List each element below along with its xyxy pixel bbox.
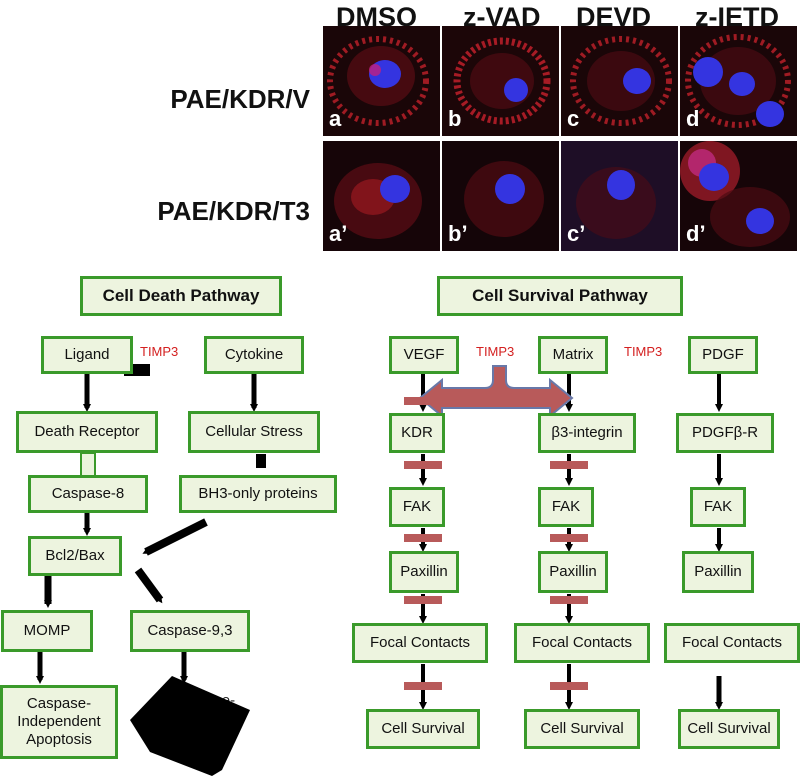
focal-contacts-box-2: Focal Contacts [514,623,650,663]
micrograph-c-image [570,36,672,126]
kdr-box: KDR [389,413,445,453]
panel-label-c-prime: c’ [567,221,586,246]
micrograph-d-prime: d’ [680,141,797,251]
micrograph-d: d [680,26,797,136]
death-pathway-title: Cell Death Pathway [80,276,282,316]
panel-label-d-prime: d’ [686,221,706,246]
paxillin-box-2: Paxillin [538,551,608,593]
vegf-box: VEGF [389,336,459,374]
fak-box-1: FAK [389,487,445,527]
paxillin-box-3: Paxillin [682,551,754,593]
caspase-independent-line2: Independent [17,713,101,730]
micrograph-b: b [442,26,559,136]
caspase93-box: Caspase-9,3 [130,610,250,652]
fak-box-2: FAK [538,487,594,527]
ligand-box: Ligand [41,336,133,374]
micrograph-d-image [685,34,791,128]
cell-survival-box-3: Cell Survival [678,709,780,749]
survival-timp3-label-1: TIMP3 [476,344,515,359]
fak-box-3: FAK [690,487,746,527]
micrograph-a-image [327,36,429,126]
death-receptor-box: Death Receptor [16,411,158,453]
inhibitor-bars [404,397,588,690]
micrograph-b-image [453,37,551,125]
panel-label-b-prime: b’ [448,221,468,246]
cell-survival-box-1: Cell Survival [366,709,480,749]
row-label-v: PAE/KDR/V [170,84,310,114]
micrograph-b-prime: b’ [442,141,559,251]
caspase-dependent-line1: Caspase- [170,692,236,709]
momp-box: MOMP [1,610,93,652]
micrograph-d-prime-image [680,141,790,247]
survival-timp3-label-2: TIMP3 [624,344,663,359]
bcl2-box: Bcl2/Bax [28,536,122,576]
caspase8-box: Caspase-8 [28,475,148,513]
panel-label-a-prime: a’ [329,221,348,246]
timp3-inhibition-arrow [418,365,574,419]
focal-contacts-box-1: Focal Contacts [352,623,488,663]
death-receptor-link [80,452,96,478]
micrograph-c: c [561,26,678,136]
row-label-t3: PAE/KDR/T3 [157,196,310,226]
cellular-stress-box: Cellular Stress [188,411,320,453]
caspase-independent-line3: Apoptosis [26,731,92,748]
death-timp3-label: TIMP3 [140,344,179,359]
arrow-bcl2-to-caspase93 [134,567,164,604]
panel-label-c: c [567,106,580,131]
panel-label-d: d [686,106,700,131]
caspase-dependent-line3: Apoptosis [170,728,236,745]
b3-integrin-box: β3-integrin [538,413,636,453]
matrix-box: Matrix [538,336,608,374]
micrograph-a-prime: a’ [323,141,440,251]
micrograph-c-prime: c’ [561,141,678,251]
micrograph-b-prime-image [464,161,544,237]
panel-label-b: b [448,106,462,131]
bh3-box: BH3-only proteins [179,475,337,513]
focal-contacts-box-3: Focal Contacts [664,623,800,663]
micrograph-a-prime-image [334,163,422,239]
caspase-independent-box: Caspase- Independent Apoptosis [0,685,118,759]
caspase-independent-line1: Caspase- [26,695,92,712]
caspase-dependent-text: Caspase- Dependent Apoptosis [148,692,258,746]
survival-pathway-title: Cell Survival Pathway [437,276,683,316]
paxillin-box-1: Paxillin [389,551,459,593]
caspase-dependent-line2: Dependent [166,710,240,727]
cytokine-box: Cytokine [204,336,304,374]
panel-label-a: a [329,106,342,131]
stress-inhibitor-block [256,454,266,468]
pdgfb-r-box: PDGFβ-R [676,413,774,453]
micrograph-c-prime-image [561,141,678,251]
pdgf-box: PDGF [688,336,758,374]
arrow-bh3-to-bcl2 [142,518,208,556]
micrograph-a: a [323,26,440,136]
cell-survival-box-2: Cell Survival [524,709,640,749]
